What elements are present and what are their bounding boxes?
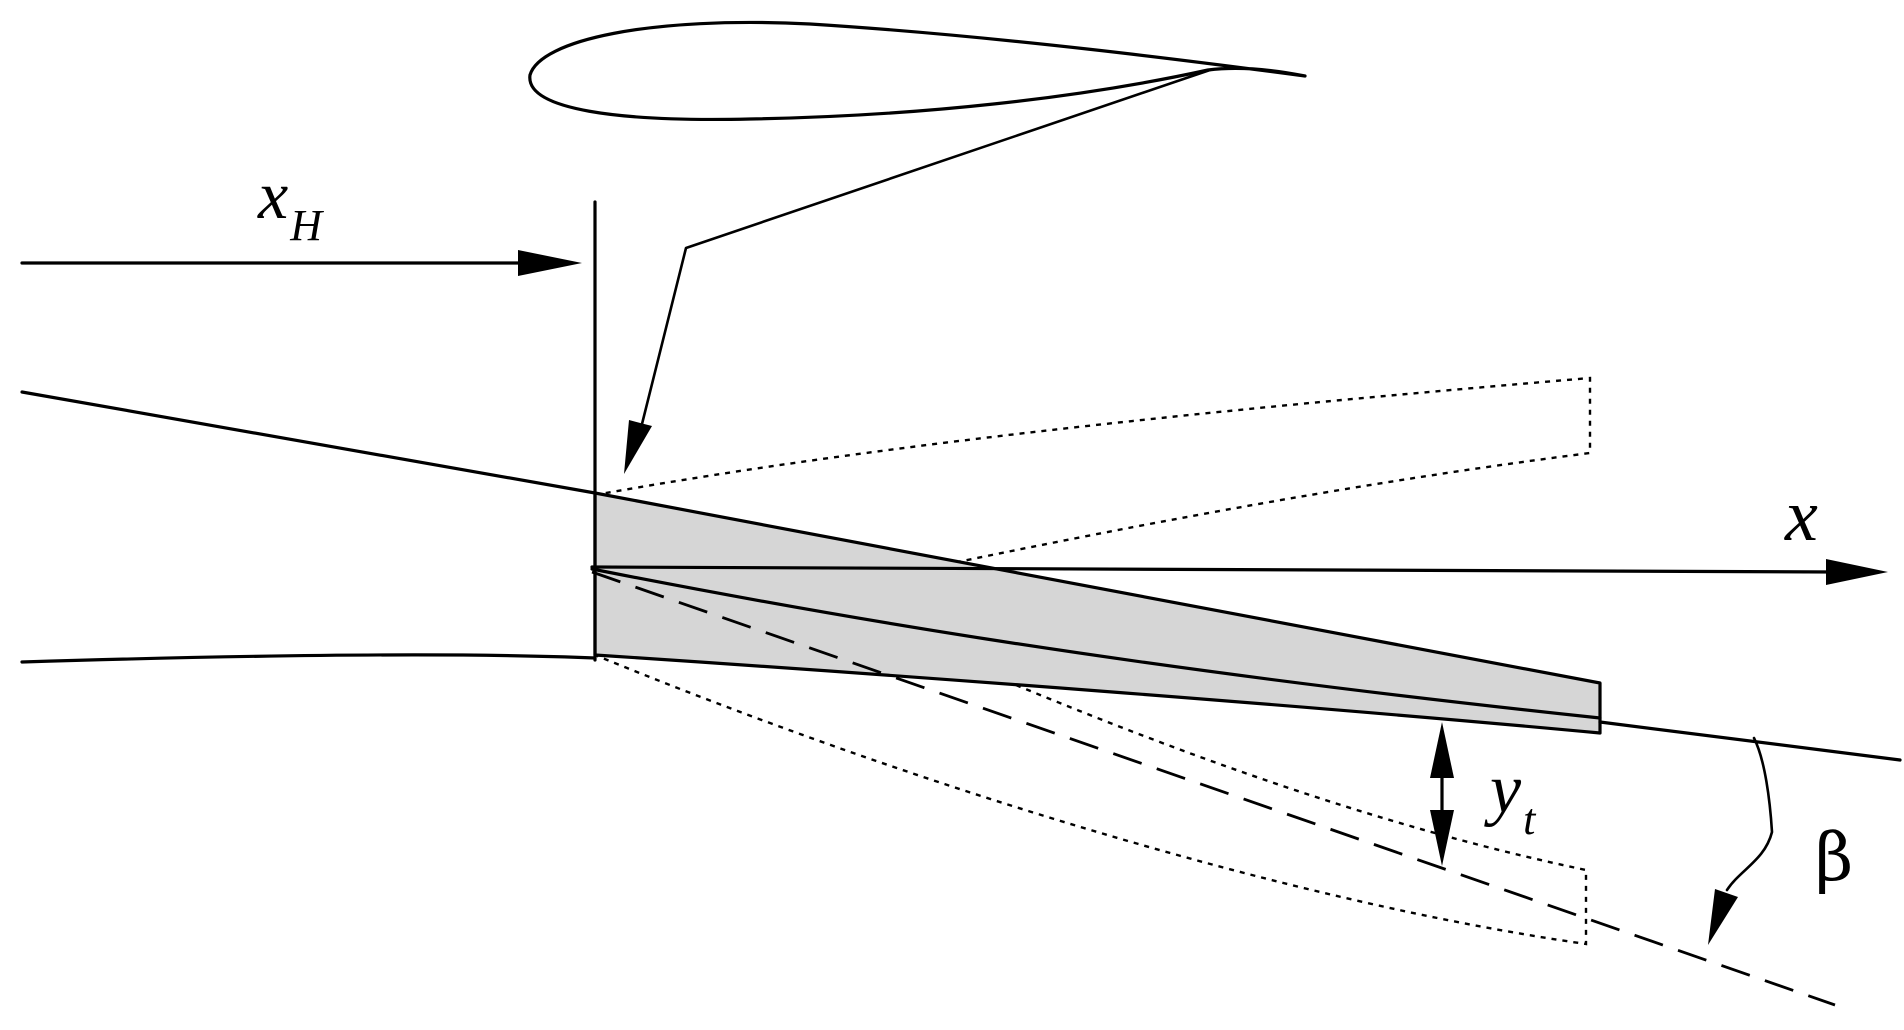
x-axis-label: x (1784, 475, 1818, 557)
x-h-label-main: x (257, 157, 288, 233)
upper-dotted-blade-outline (594, 376, 1592, 642)
y-t-label-main: y (1484, 751, 1522, 828)
x-h-arrow (20, 250, 582, 276)
x-h-label: xH (257, 157, 324, 250)
beta-label: β (1815, 819, 1853, 896)
blade-chord-line (590, 567, 1602, 720)
y-t-label: yt (1484, 751, 1537, 844)
airfoil-leader-arrow (624, 68, 1212, 474)
x-h-label-subscript: H (289, 201, 324, 250)
upper-hub-line (20, 390, 597, 495)
beta-angle-arrow (1708, 736, 1774, 945)
y-t-label-subscript: t (1523, 795, 1537, 844)
stagger-reference-line (1598, 720, 1902, 762)
blade-angle-dashed-line (591, 570, 1836, 1007)
x-axis (590, 559, 1888, 585)
airfoil-profile (528, 20, 1307, 122)
lower-hub-curve (20, 653, 597, 664)
shaded-blade (593, 491, 1602, 735)
y-t-double-arrow (1430, 722, 1454, 866)
